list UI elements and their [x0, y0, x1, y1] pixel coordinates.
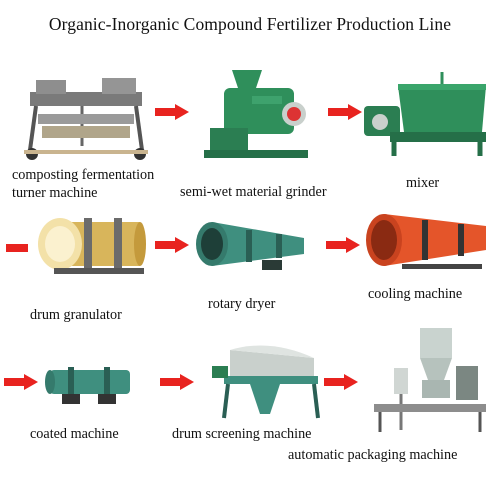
arrow-right-icon	[160, 374, 194, 390]
drum-screening-machine-label: drum screening machine	[172, 426, 312, 442]
rotary-dryer-image	[192, 216, 308, 274]
composting-turner-label-line2: turner machine	[12, 185, 98, 201]
mixer-image	[360, 70, 490, 162]
drum-granulator-image	[34, 212, 146, 278]
semi-wet-grinder-image	[204, 66, 314, 166]
rotary-dryer-label: rotary dryer	[208, 296, 276, 312]
arrow-right-icon	[6, 244, 28, 252]
arrow-right-icon	[155, 237, 189, 253]
mixer-label: mixer	[406, 175, 440, 191]
semi-wet-grinder-label: semi-wet material grinder	[180, 184, 327, 200]
composting-turner-label-line1: composting fermentation	[12, 167, 155, 183]
coated-machine-image	[44, 362, 134, 408]
arrow-right-icon	[324, 374, 358, 390]
automatic-packaging-machine-label: automatic packaging machine	[288, 447, 458, 463]
arrow-right-icon	[4, 374, 38, 390]
coated-machine-label: coated machine	[30, 426, 119, 442]
page-title: Organic-Inorganic Compound Fertilizer Pr…	[48, 14, 452, 34]
cooling-machine-image	[362, 210, 490, 274]
drum-granulator-label: drum granulator	[30, 307, 122, 323]
drum-screening-machine-image	[210, 340, 320, 422]
arrow-right-icon	[326, 237, 360, 253]
composting-turner-label: composting fermentation turner machine	[12, 166, 154, 202]
composting-turner-image	[22, 70, 150, 162]
cooling-machine-label: cooling machine	[368, 286, 463, 302]
arrow-right-icon	[328, 104, 362, 120]
arrow-right-icon	[155, 104, 189, 120]
automatic-packaging-machine-image	[370, 326, 490, 438]
